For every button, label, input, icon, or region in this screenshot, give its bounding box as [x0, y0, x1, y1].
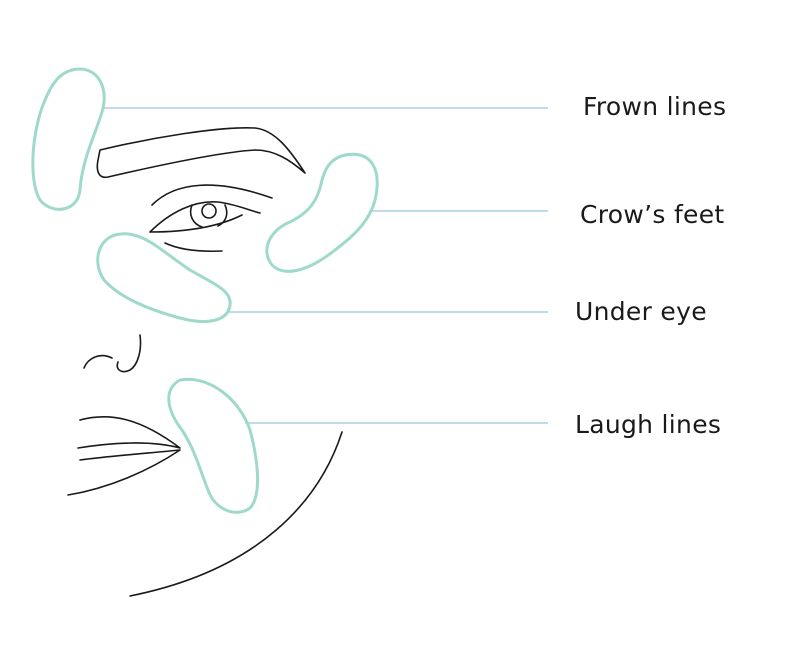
label-laugh-lines: Laugh lines	[575, 410, 722, 439]
label-under-eye: Under eye	[575, 297, 707, 326]
under-eye-line	[164, 242, 223, 253]
iris	[189, 204, 228, 228]
crows-feet-patch-shape	[265, 152, 379, 273]
eyebrow-drawing	[96, 126, 306, 179]
jawline	[129, 431, 343, 597]
lower-lip	[67, 449, 181, 496]
upper-eyelid-crease	[151, 184, 273, 206]
nose-drawing	[83, 334, 142, 373]
upper-lip	[77, 415, 181, 449]
under-eye-patch-shape	[96, 232, 232, 324]
label-crows-feet: Crow’s feet	[580, 200, 725, 229]
laugh-lines-patch-shape	[167, 377, 259, 514]
label-frown-lines: Frown lines	[583, 92, 727, 121]
frown-patch-shape	[31, 67, 106, 211]
eye-outline	[149, 201, 261, 233]
pupil	[201, 203, 217, 219]
